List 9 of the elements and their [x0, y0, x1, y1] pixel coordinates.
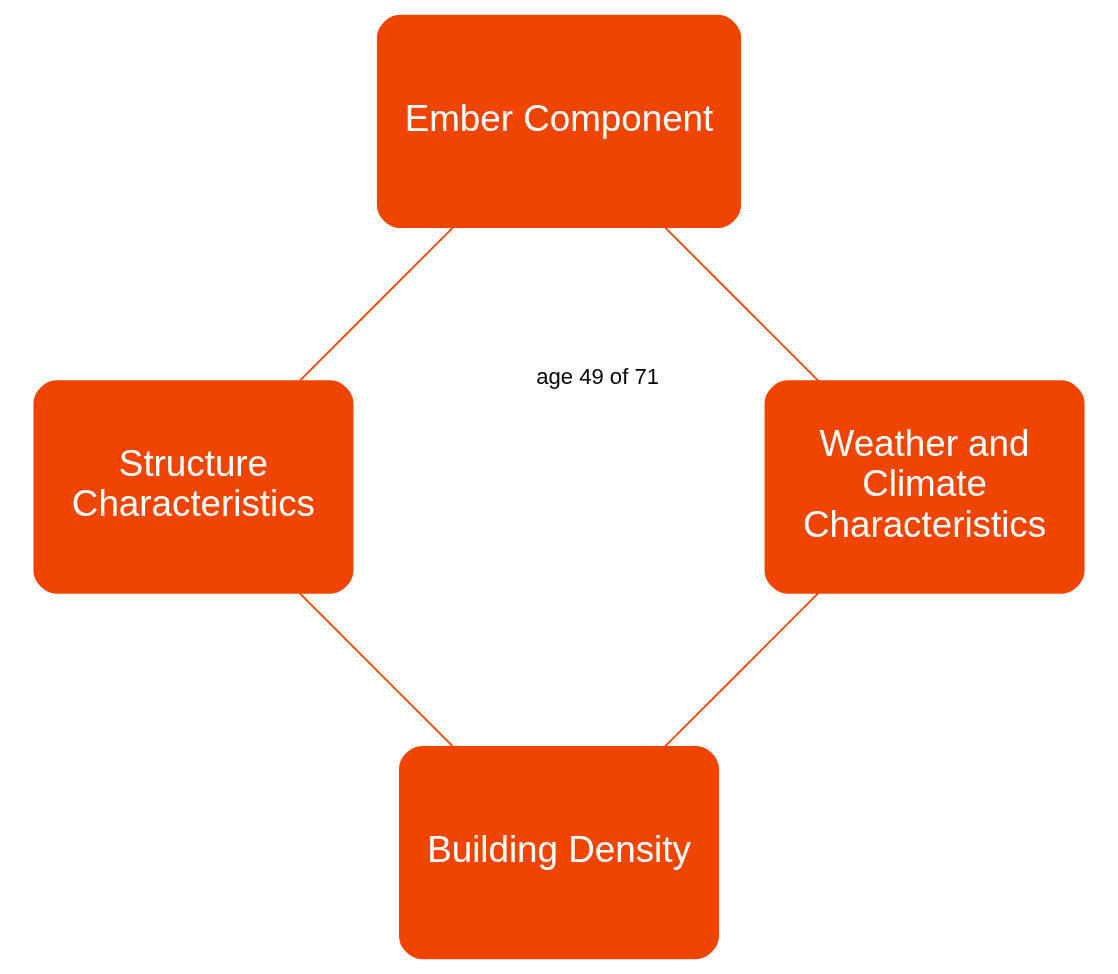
connector: [664, 226, 820, 383]
node-box: Building Density: [398, 745, 719, 960]
connector: [298, 226, 455, 382]
connector: [663, 592, 820, 748]
node-box: Structure Characteristics: [33, 380, 354, 594]
node-box: Ember Component: [376, 14, 742, 229]
connector: [298, 591, 454, 748]
node-box: Weather and Climate Characteristics: [764, 380, 1085, 594]
label: age 49 of 71: [536, 364, 659, 390]
